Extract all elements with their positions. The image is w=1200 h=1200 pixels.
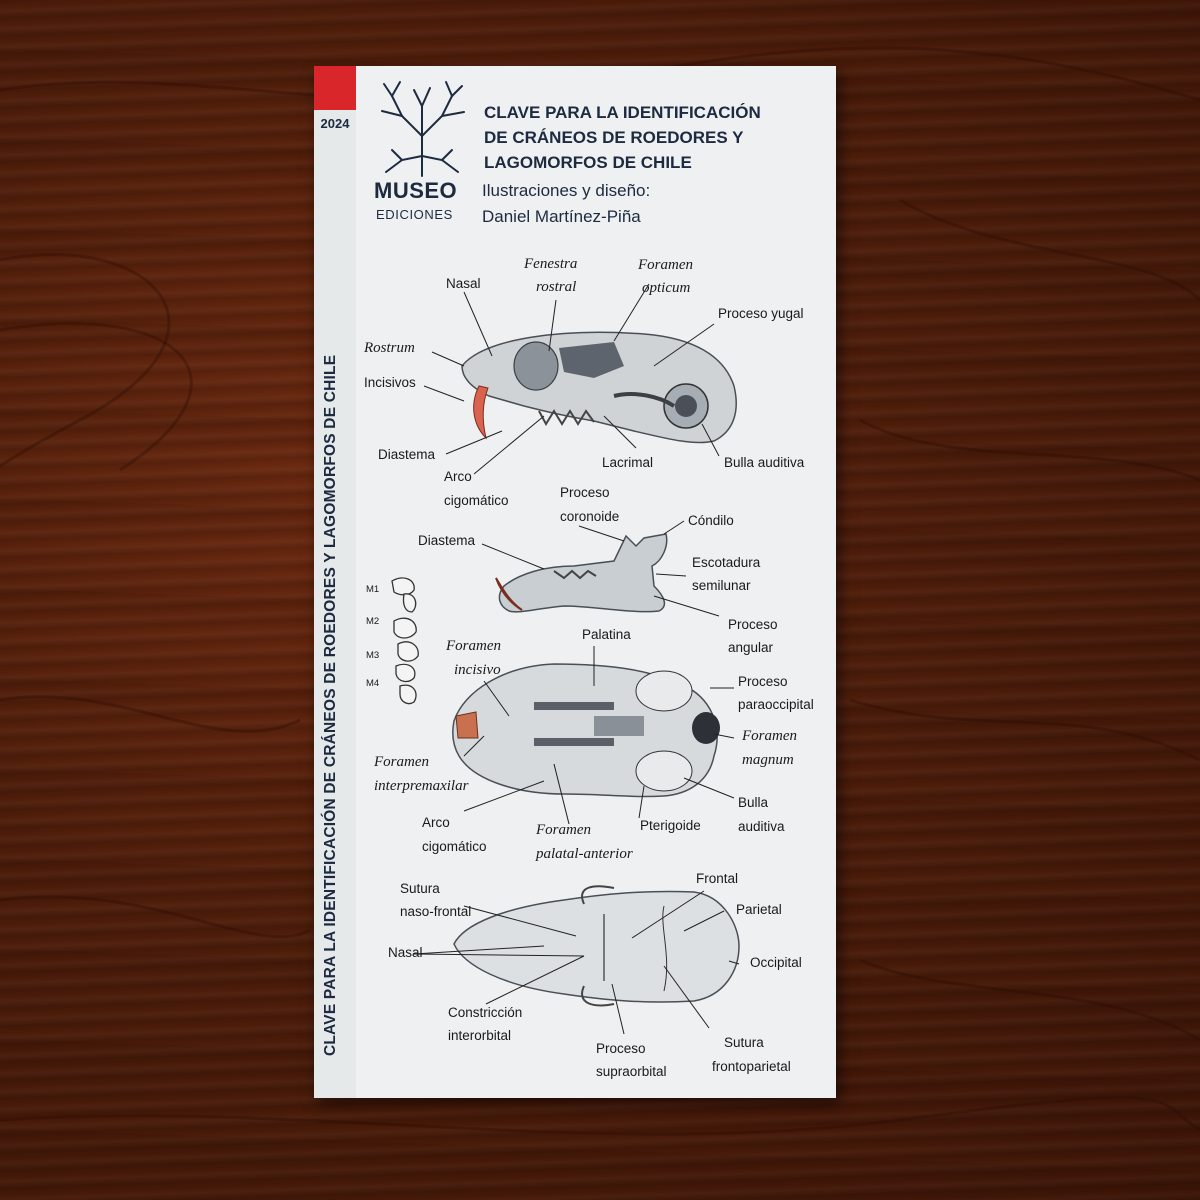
spine: 2024 CLAVE PARA LA IDENTIFICACIÓN DE CRÁ… xyxy=(314,66,356,1098)
label-foramen-interpremaxilar-2: interpremaxilar xyxy=(374,778,469,794)
label-bulla-ventral-2: auditiva xyxy=(738,819,785,834)
label-proceso-angular-1: Proceso xyxy=(728,617,778,632)
label-escotadura-2: semilunar xyxy=(692,578,751,593)
label-lacrimal: Lacrimal xyxy=(602,455,654,470)
brand-subtitle: EDICIONES xyxy=(376,207,453,222)
label-arco-2: cigomático xyxy=(444,493,509,508)
label-bulla-ventral-1: Bulla xyxy=(738,795,769,810)
label-proceso-coronoide-1: Proceso xyxy=(560,485,610,500)
label-sutura-frontoparietal-1: Sutura xyxy=(724,1035,764,1050)
label-supraorbital-2: supraorbital xyxy=(596,1064,667,1079)
label-arco-ventral-1: Arco xyxy=(422,815,450,830)
label-foramen-opticum-2: opticum xyxy=(642,280,691,296)
label-sutura-naso-frontal-1: Sutura xyxy=(400,881,440,896)
credit-line-1: Ilustraciones y diseño: xyxy=(482,181,651,200)
label-arco-ventral-2: cigomático xyxy=(422,839,487,854)
label-frontal: Frontal xyxy=(696,871,739,886)
label-nasal-dorsal: Nasal xyxy=(388,945,423,960)
title-line-3: LAGOMORFOS DE CHILE xyxy=(484,153,692,172)
label-rostrum: Rostrum xyxy=(364,340,415,356)
label-sutura-frontoparietal-2: frontoparietal xyxy=(712,1059,791,1074)
label-parietal: Parietal xyxy=(736,902,782,917)
label-foramen-interpremaxilar-1: Foramen xyxy=(374,754,429,770)
label-foramen-magnum-1: Foramen xyxy=(742,728,797,744)
credit: Ilustraciones y diseño: Daniel Martínez-… xyxy=(482,178,650,230)
brand-name: MUSEO xyxy=(374,178,458,203)
page-title: CLAVE PARA LA IDENTIFICACIÓN DE CRÁNEOS … xyxy=(484,100,834,175)
label-nasal: Nasal xyxy=(446,276,481,291)
title-line-1: CLAVE PARA LA IDENTIFICACIÓN xyxy=(484,103,761,122)
label-m4: M4 xyxy=(366,678,380,689)
label-foramen-opticum-1: Foramen xyxy=(638,257,693,273)
label-fenestra-1: Fenestra xyxy=(524,256,578,272)
label-paraoccipital-2: paraoccipital xyxy=(738,697,814,712)
label-foramen-incisivo-1: Foramen xyxy=(446,638,501,654)
label-constriccion-2: interorbital xyxy=(448,1028,512,1043)
label-palatina: Palatina xyxy=(582,627,631,642)
label-bulla-auditiva: Bulla auditiva xyxy=(724,455,805,470)
label-proceso-yugal: Proceso yugal xyxy=(718,306,804,321)
mandible-illustration xyxy=(495,533,668,613)
label-proceso-angular-2: angular xyxy=(728,640,774,655)
label-occipital: Occipital xyxy=(750,955,802,970)
field-guide-card: 2024 CLAVE PARA LA IDENTIFICACIÓN DE CRÁ… xyxy=(314,66,836,1098)
title-line-2: DE CRÁNEOS DE ROEDORES Y xyxy=(484,128,744,147)
ventral-skull-illustration xyxy=(452,663,720,798)
label-diastema-mandible: Diastema xyxy=(418,533,476,548)
skull-illustrations xyxy=(391,283,740,1035)
dorsal-skull-illustration xyxy=(453,885,740,1007)
tree-icon xyxy=(381,81,465,177)
label-foramen-incisivo-2: incisivo xyxy=(454,662,501,678)
label-incisivos: Incisivos xyxy=(364,375,416,390)
label-proceso-coronoide-2: coronoide xyxy=(560,509,620,524)
label-m3: M3 xyxy=(366,650,380,661)
label-m1: M1 xyxy=(366,584,380,595)
label-paraoccipital-1: Proceso xyxy=(738,674,788,689)
label-diastema: Diastema xyxy=(378,447,436,462)
label-condilo: Cóndilo xyxy=(688,513,734,528)
label-foramen-palatal-1: Foramen xyxy=(536,822,591,838)
year-label: 2024 xyxy=(320,116,350,131)
credit-line-2: Daniel Martínez-Piña xyxy=(482,207,641,226)
label-fenestra-2: rostral xyxy=(536,279,577,295)
label-supraorbital-1: Proceso xyxy=(596,1041,646,1056)
label-foramen-palatal-2: palatal-anterior xyxy=(536,846,633,862)
label-constriccion-1: Constricción xyxy=(448,1005,523,1020)
label-escotadura-1: Escotadura xyxy=(692,555,761,570)
label-pterigoide: Pterigoide xyxy=(640,818,701,833)
red-tab xyxy=(314,66,356,110)
label-arco-1: Arco xyxy=(444,469,472,484)
label-sutura-naso-frontal-2: naso-frontal xyxy=(400,904,472,919)
lateral-skull-illustration xyxy=(461,331,737,444)
label-m2: M2 xyxy=(366,616,380,627)
label-foramen-magnum-2: magnum xyxy=(742,752,794,768)
molar-illustration xyxy=(391,577,419,705)
